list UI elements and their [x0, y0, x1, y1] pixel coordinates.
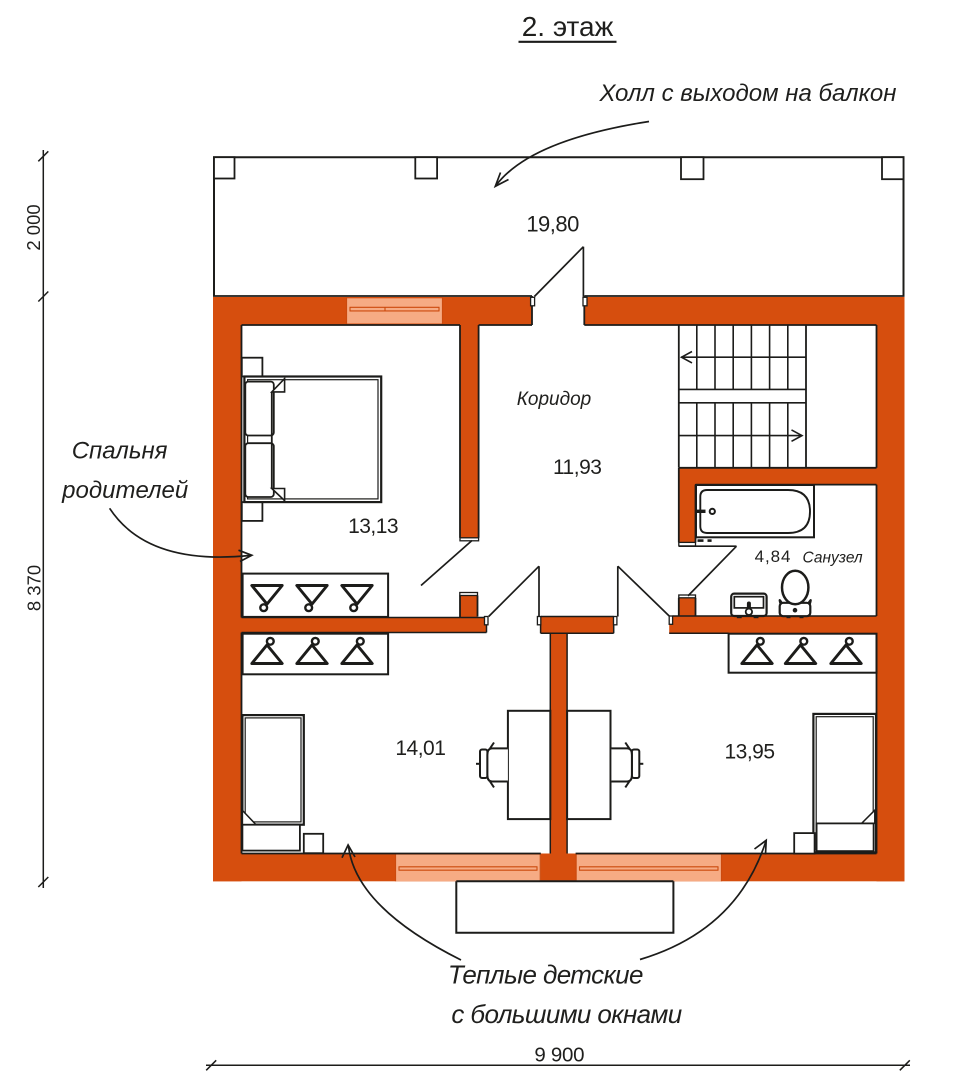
svg-text:родителей: родителей	[61, 477, 188, 504]
svg-text:11,93: 11,93	[553, 456, 602, 479]
svg-text:с большими окнами: с большими окнами	[451, 999, 681, 1029]
svg-text:Теплые детские: Теплые детские	[448, 960, 643, 990]
svg-text:Холл с выходом на балкон: Холл с выходом на балкон	[599, 80, 897, 107]
svg-text:4,84: 4,84	[755, 547, 792, 566]
svg-text:Спальня: Спальня	[72, 438, 168, 465]
svg-text:14,01: 14,01	[395, 737, 445, 760]
svg-text:Санузел: Санузел	[803, 550, 863, 567]
svg-text:19,80: 19,80	[526, 211, 579, 236]
svg-text:2 000: 2 000	[23, 204, 44, 250]
svg-text:9 900: 9 900	[534, 1044, 584, 1067]
svg-text:2. этаж: 2. этаж	[522, 11, 614, 42]
svg-text:13,13: 13,13	[348, 515, 398, 538]
svg-text:Коридор: Коридор	[517, 389, 592, 410]
svg-text:13,95: 13,95	[724, 741, 774, 764]
svg-text:8 370: 8 370	[24, 565, 45, 611]
